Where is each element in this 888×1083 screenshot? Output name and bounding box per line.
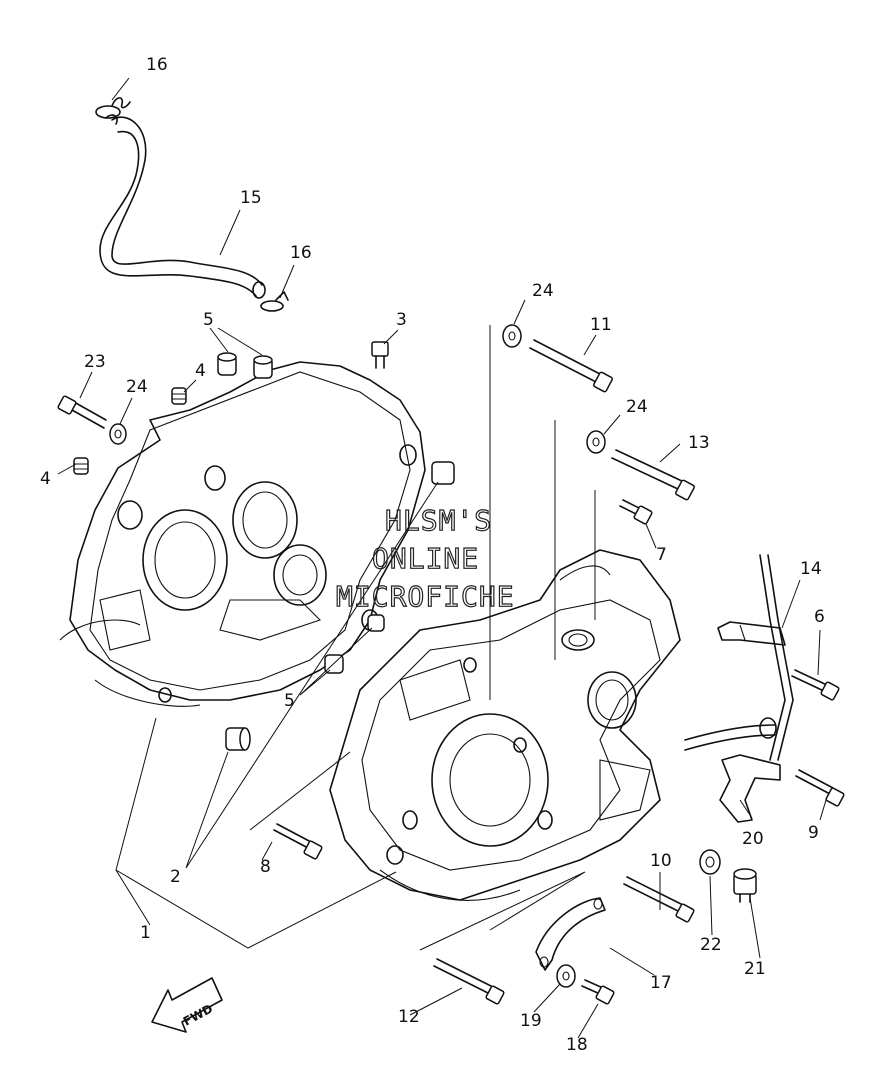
callout-3: 3 bbox=[396, 310, 407, 330]
callout-9: 9 bbox=[808, 823, 819, 843]
bracket-20 bbox=[719, 754, 781, 823]
hose-clip-lower bbox=[260, 291, 289, 312]
hose-clamp-14 bbox=[717, 621, 786, 646]
vent-hose-right bbox=[684, 554, 794, 761]
callout-4a: 4 bbox=[195, 361, 206, 381]
callout-12: 12 bbox=[398, 1007, 420, 1027]
callout-20: 20 bbox=[742, 829, 764, 849]
fwd-arrow-icon: FWD bbox=[151, 977, 223, 1033]
callout-21: 21 bbox=[744, 959, 766, 979]
watermark-line-2: ONLINE bbox=[372, 542, 479, 575]
callout-5a: 5 bbox=[203, 310, 214, 330]
callout-16a: 16 bbox=[146, 55, 168, 75]
callout-11: 11 bbox=[590, 315, 612, 335]
callout-19: 19 bbox=[520, 1011, 542, 1031]
callout-22: 22 bbox=[700, 935, 722, 955]
callout-8: 8 bbox=[260, 857, 271, 877]
watermark-line-3: MICROFICHE bbox=[336, 580, 515, 613]
fwd-label: FWD bbox=[181, 1002, 215, 1029]
retainer-plate-17 bbox=[535, 897, 606, 971]
callout-10: 10 bbox=[650, 851, 672, 871]
callout-2: 2 bbox=[170, 867, 181, 887]
watermark: HLSM'S ONLINE MICROFICHE bbox=[335, 503, 515, 613]
callout-6: 6 bbox=[814, 607, 825, 627]
callout-1: 1 bbox=[140, 923, 151, 943]
callout-4b: 4 bbox=[40, 469, 51, 489]
callout-18: 18 bbox=[566, 1035, 588, 1055]
callout-5b: 5 bbox=[284, 691, 295, 711]
callouts: 16 15 16 5 3 23 4 24 4 24 11 24 13 7 14 … bbox=[40, 55, 825, 1055]
callout-15: 15 bbox=[240, 188, 262, 208]
callout-23: 23 bbox=[84, 352, 106, 372]
callout-16b: 16 bbox=[290, 243, 312, 263]
crankcase-left bbox=[59, 361, 426, 707]
hose-clip-upper bbox=[95, 97, 131, 119]
dowel-pins bbox=[217, 352, 455, 751]
leader-lines bbox=[57, 77, 827, 1039]
blind-plugs bbox=[73, 387, 187, 475]
crankcase-right bbox=[329, 549, 681, 901]
callout-24c: 24 bbox=[626, 397, 648, 417]
watermark-line-1: HLSM'S bbox=[385, 504, 492, 537]
callout-24a: 24 bbox=[126, 377, 148, 397]
bolts bbox=[57, 324, 845, 1005]
callout-14: 14 bbox=[800, 559, 822, 579]
callout-13: 13 bbox=[688, 433, 710, 453]
callout-24b: 24 bbox=[532, 281, 554, 301]
breather-hose bbox=[99, 114, 266, 299]
callout-7: 7 bbox=[656, 545, 667, 565]
callout-17: 17 bbox=[650, 973, 672, 993]
